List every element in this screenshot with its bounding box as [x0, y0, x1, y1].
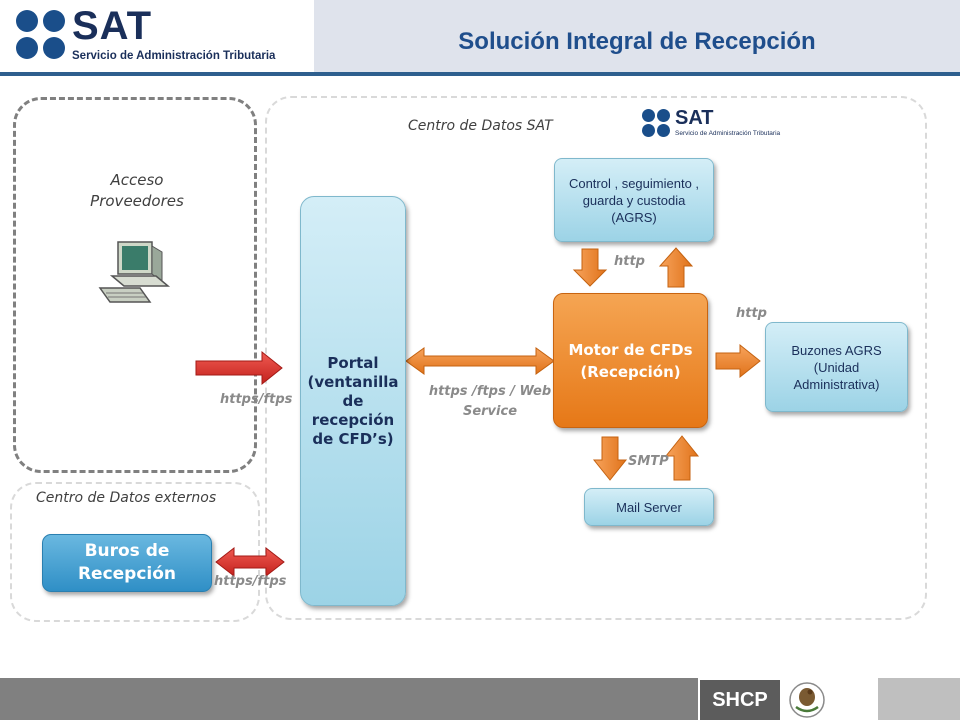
buros-box: Buros de Recepción — [42, 534, 212, 592]
portal-label: Portal (ventanilla de recepción de CFD’s… — [307, 353, 399, 448]
sat-inner-logo-wordmark: SAT — [675, 107, 714, 129]
buzones-label: Buzones AGRS (Unidad Administrativa) — [791, 342, 882, 392]
centro-datos-externos-label: Centro de Datos externos — [36, 490, 217, 506]
label-smtp: SMTP — [628, 454, 669, 469]
control-label: Control , seguimiento , guarda y custodi… — [568, 175, 700, 225]
label-https-ftps-web-service: https /ftps / Web Service — [428, 384, 552, 419]
mexico-coat-of-arms-icon — [789, 682, 825, 718]
motor-label: Motor de CFDs (Recepción) — [568, 340, 693, 381]
sat-inner-logo-icon — [642, 109, 670, 137]
header-divider — [0, 72, 960, 76]
sat-inner-logo-subtitle: Servicio de Administración Tributaria — [675, 130, 781, 137]
buzones-box: Buzones AGRS (Unidad Administrativa) — [765, 322, 908, 412]
motor-box: Motor de CFDs (Recepción) — [553, 293, 708, 428]
shcp-badge: SHCP — [700, 680, 780, 720]
label-https-ftps-buros: https/ftps — [214, 574, 287, 589]
acceso-proveedores-label: Acceso Proveedores — [90, 171, 184, 210]
mail-server-box: Mail Server — [584, 488, 714, 526]
label-http-control: http — [614, 254, 645, 269]
label-http-buzones: http — [736, 306, 767, 321]
footer-end-panel — [878, 678, 960, 720]
label-https-ftps-proveedores: https/ftps — [220, 392, 293, 407]
portal-box: Portal (ventanilla de recepción de CFD’s… — [300, 196, 406, 606]
centro-datos-sat-label: Centro de Datos SAT — [408, 118, 553, 134]
sat-logo-icon — [16, 10, 65, 59]
header-title-panel — [314, 0, 960, 72]
sat-logo-wordmark: SAT — [72, 4, 153, 48]
shcp-label: SHCP — [712, 688, 768, 711]
computer-icon — [98, 241, 171, 303]
control-box: Control , seguimiento , guarda y custodi… — [554, 158, 714, 242]
page-title: Solución Integral de Recepción — [458, 28, 816, 55]
mail-server-label: Mail Server — [616, 499, 682, 515]
buros-label: Buros de Recepción — [77, 541, 177, 584]
sat-logo-subtitle: Servicio de Administración Tributaria — [72, 50, 276, 62]
acceso-proveedores-region — [13, 97, 257, 473]
